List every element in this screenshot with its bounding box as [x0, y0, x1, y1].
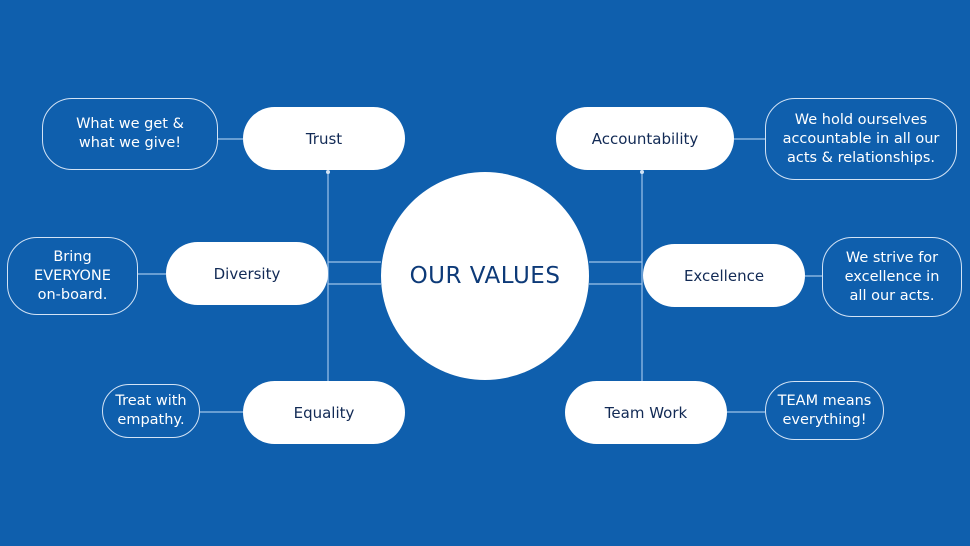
note-equality: Treat with empathy.	[102, 384, 200, 438]
note-diversity: Bring EVERYONE on-board.	[7, 237, 138, 315]
note-text: We hold ourselves accountable in all our…	[782, 111, 940, 166]
value-excellence: Excellence	[643, 244, 805, 307]
value-team-work: Team Work	[565, 381, 727, 444]
value-label: Excellence	[683, 266, 765, 285]
value-accountability: Accountability	[556, 107, 734, 170]
trust-joint-dot	[326, 170, 330, 174]
value-diversity: Diversity	[166, 242, 328, 305]
value-equality: Equality	[243, 381, 405, 444]
value-label: Equality	[293, 403, 355, 422]
note-text: What we get & what we give!	[76, 116, 184, 151]
note-accountability: We hold ourselves accountable in all our…	[765, 98, 957, 180]
note-text: Treat with empathy.	[115, 393, 187, 428]
note-excellence: We strive for excellence in all our acts…	[822, 237, 962, 317]
accountability-joint-dot	[640, 170, 644, 174]
note-text: Bring EVERYONE on-board.	[34, 248, 111, 303]
value-label: Trust	[305, 129, 343, 148]
value-trust: Trust	[243, 107, 405, 170]
note-team-work: TEAM means everything!	[765, 381, 884, 440]
note-text: We strive for excellence in all our acts…	[844, 249, 940, 304]
value-label: Diversity	[213, 264, 281, 283]
value-label: Accountability	[591, 129, 699, 148]
center-circle: OUR VALUES	[381, 172, 589, 380]
center-title: OUR VALUES	[409, 263, 561, 289]
note-text: TEAM means everything!	[777, 392, 872, 428]
note-trust: What we get & what we give!	[42, 98, 218, 170]
value-label: Team Work	[604, 403, 688, 422]
